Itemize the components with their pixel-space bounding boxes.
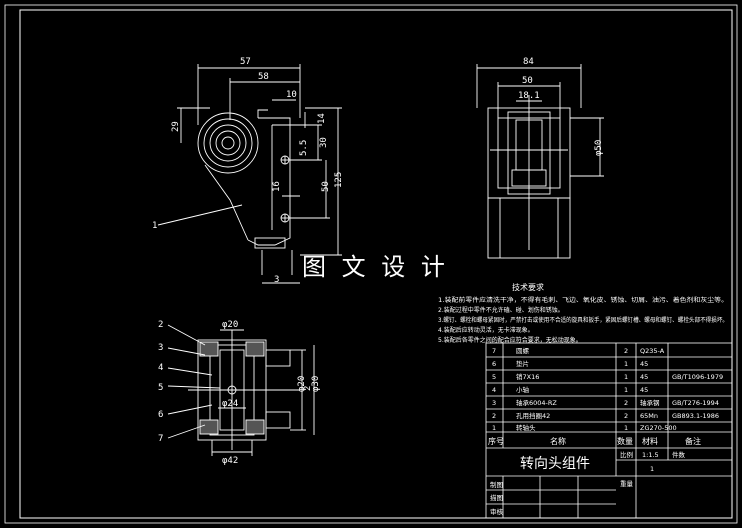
dim-3: 3 xyxy=(274,275,279,285)
part-qty: 1 xyxy=(624,360,628,368)
tech-requirements: 技术要求 1.装配前零件应清洗干净，不得有毛刺、飞边、氧化皮、锈蚀、切屑、油污、… xyxy=(438,282,728,344)
row-review-label: 审核 xyxy=(490,507,504,516)
part-name: 孔用挡圈42 xyxy=(516,411,550,420)
part-no: 1 xyxy=(492,424,496,432)
dim-18-1: 18.1 xyxy=(518,91,540,101)
dim-58: 58 xyxy=(258,72,269,82)
side-view xyxy=(476,64,604,259)
dim-29: 29 xyxy=(171,121,181,132)
tech-req-line-3: 3.螺钉、螺栓和螺母紧固时，严禁打击或使用不合适的旋具和扳手，紧固后螺钉槽、螺母… xyxy=(438,316,728,324)
dim-50-side: 50 xyxy=(522,76,533,86)
part-material: 45 xyxy=(640,386,648,394)
header-material: 材料 xyxy=(642,436,658,446)
dim-phi42: φ42 xyxy=(222,456,238,466)
dim-30: 30 xyxy=(319,137,329,148)
tech-req-line-1: 1.装配前零件应清洗干净，不得有毛刺、飞边、氧化皮、锈蚀、切屑、油污、着色剂和灰… xyxy=(438,296,728,304)
side-view-dims: 84 50 18.1 φ50 xyxy=(518,57,604,156)
count-value: 1 xyxy=(650,465,654,473)
dim-125: 125 xyxy=(334,172,344,188)
callout-6: 6 xyxy=(158,410,163,420)
part-material: 45 xyxy=(640,360,648,368)
part-qty: 2 xyxy=(624,412,628,420)
outer-frame xyxy=(4,4,738,524)
part-material: 轴承钢 xyxy=(640,398,660,407)
part-no: 4 xyxy=(492,386,496,394)
row-draw-label: 制图 xyxy=(490,480,503,489)
callout-2: 2 xyxy=(158,320,163,330)
part-no: 2 xyxy=(492,412,496,420)
part-name: 销7X16 xyxy=(516,372,539,381)
part-no: 3 xyxy=(492,399,496,407)
part-name: 转轴头 xyxy=(516,423,536,432)
dim-57: 57 xyxy=(240,57,251,67)
part-name: 垫片 xyxy=(516,359,529,368)
part-name: 小轴 xyxy=(516,385,530,394)
tech-req-line-4: 4.装配后应转动灵活，无卡滞现象。 xyxy=(438,326,534,334)
inner-frame xyxy=(19,9,733,519)
watermark-text: 图 文 设 计 xyxy=(302,253,449,281)
part-qty: 1 xyxy=(624,424,628,432)
dim-phi24: φ24 xyxy=(222,399,238,409)
part-name: 圆螺 xyxy=(516,346,530,355)
part-no: 7 xyxy=(492,347,496,355)
dim-phi30-v: φ30 xyxy=(311,376,321,392)
section-view-dims: φ20 φ24 φ42 φ20 2 φ30 2 3 4 5 6 7 xyxy=(158,320,321,466)
front-view xyxy=(157,64,342,284)
dim-phi50: φ50 xyxy=(594,140,604,156)
dim-16: 16 xyxy=(272,181,282,192)
dim-2-v: 2 xyxy=(303,386,313,391)
callout-1: 1 xyxy=(152,221,157,231)
section-view xyxy=(167,324,315,456)
weight-label: 重量 xyxy=(620,480,634,488)
dim-phi20-v: φ20 xyxy=(297,376,307,392)
part-qty: 2 xyxy=(624,347,628,355)
part-no: 6 xyxy=(492,360,496,368)
dim-14: 14 xyxy=(317,113,327,124)
part-material: ZG270-500 xyxy=(640,424,677,432)
dim-84: 84 xyxy=(523,57,534,67)
callout-7: 7 xyxy=(158,434,163,444)
parts-list-text: 7 圆螺 2 Q235-A 6 垫片 1 45 5 销7X16 1 45 GB/… xyxy=(488,346,723,516)
part-material: 45 xyxy=(640,373,648,381)
dim-10: 10 xyxy=(286,90,297,100)
scale-value: 1:1.5 xyxy=(642,451,659,459)
dim-50: 50 xyxy=(321,181,331,192)
dim-5-5: 5.5 xyxy=(299,140,309,156)
callout-5: 5 xyxy=(158,383,163,393)
part-no: 5 xyxy=(492,373,496,381)
drawing-title: 转向头组件 xyxy=(520,456,590,472)
header-name: 名称 xyxy=(550,436,566,446)
tech-req-title: 技术要求 xyxy=(512,282,544,292)
part-note: GB/T276-1994 xyxy=(672,399,719,407)
callout-4: 4 xyxy=(158,363,163,373)
header-note: 备注 xyxy=(685,436,701,446)
callout-3: 3 xyxy=(158,343,163,353)
front-view-dims: 57 58 10 29 14 30 5.5 50 125 16 3 1 xyxy=(152,57,344,285)
row-trace-label: 描图 xyxy=(490,493,503,502)
part-qty: 1 xyxy=(624,386,628,394)
parts-list-table xyxy=(485,342,733,519)
part-note: GB/T1096-1979 xyxy=(672,373,723,381)
dim-phi20: φ20 xyxy=(222,320,238,330)
part-qty: 2 xyxy=(624,399,628,407)
tech-req-line-5: 5.装配后各零件之间的配合应符合要求，无松动现象。 xyxy=(438,336,582,344)
header-no: 序号 xyxy=(488,436,504,446)
count-label: 件数 xyxy=(672,450,686,459)
part-qty: 1 xyxy=(624,373,628,381)
part-note: GB893.1-1986 xyxy=(672,412,719,420)
part-material: 65Mn xyxy=(640,412,658,420)
tech-req-line-2: 2.装配过程中零件不允许磕、碰、划伤和锈蚀。 xyxy=(438,306,564,314)
part-name: 轴承6004-RZ xyxy=(516,398,557,407)
scale-label: 比例 xyxy=(620,450,633,459)
part-material: Q235-A xyxy=(640,347,665,355)
header-qty: 数量 xyxy=(617,436,633,446)
